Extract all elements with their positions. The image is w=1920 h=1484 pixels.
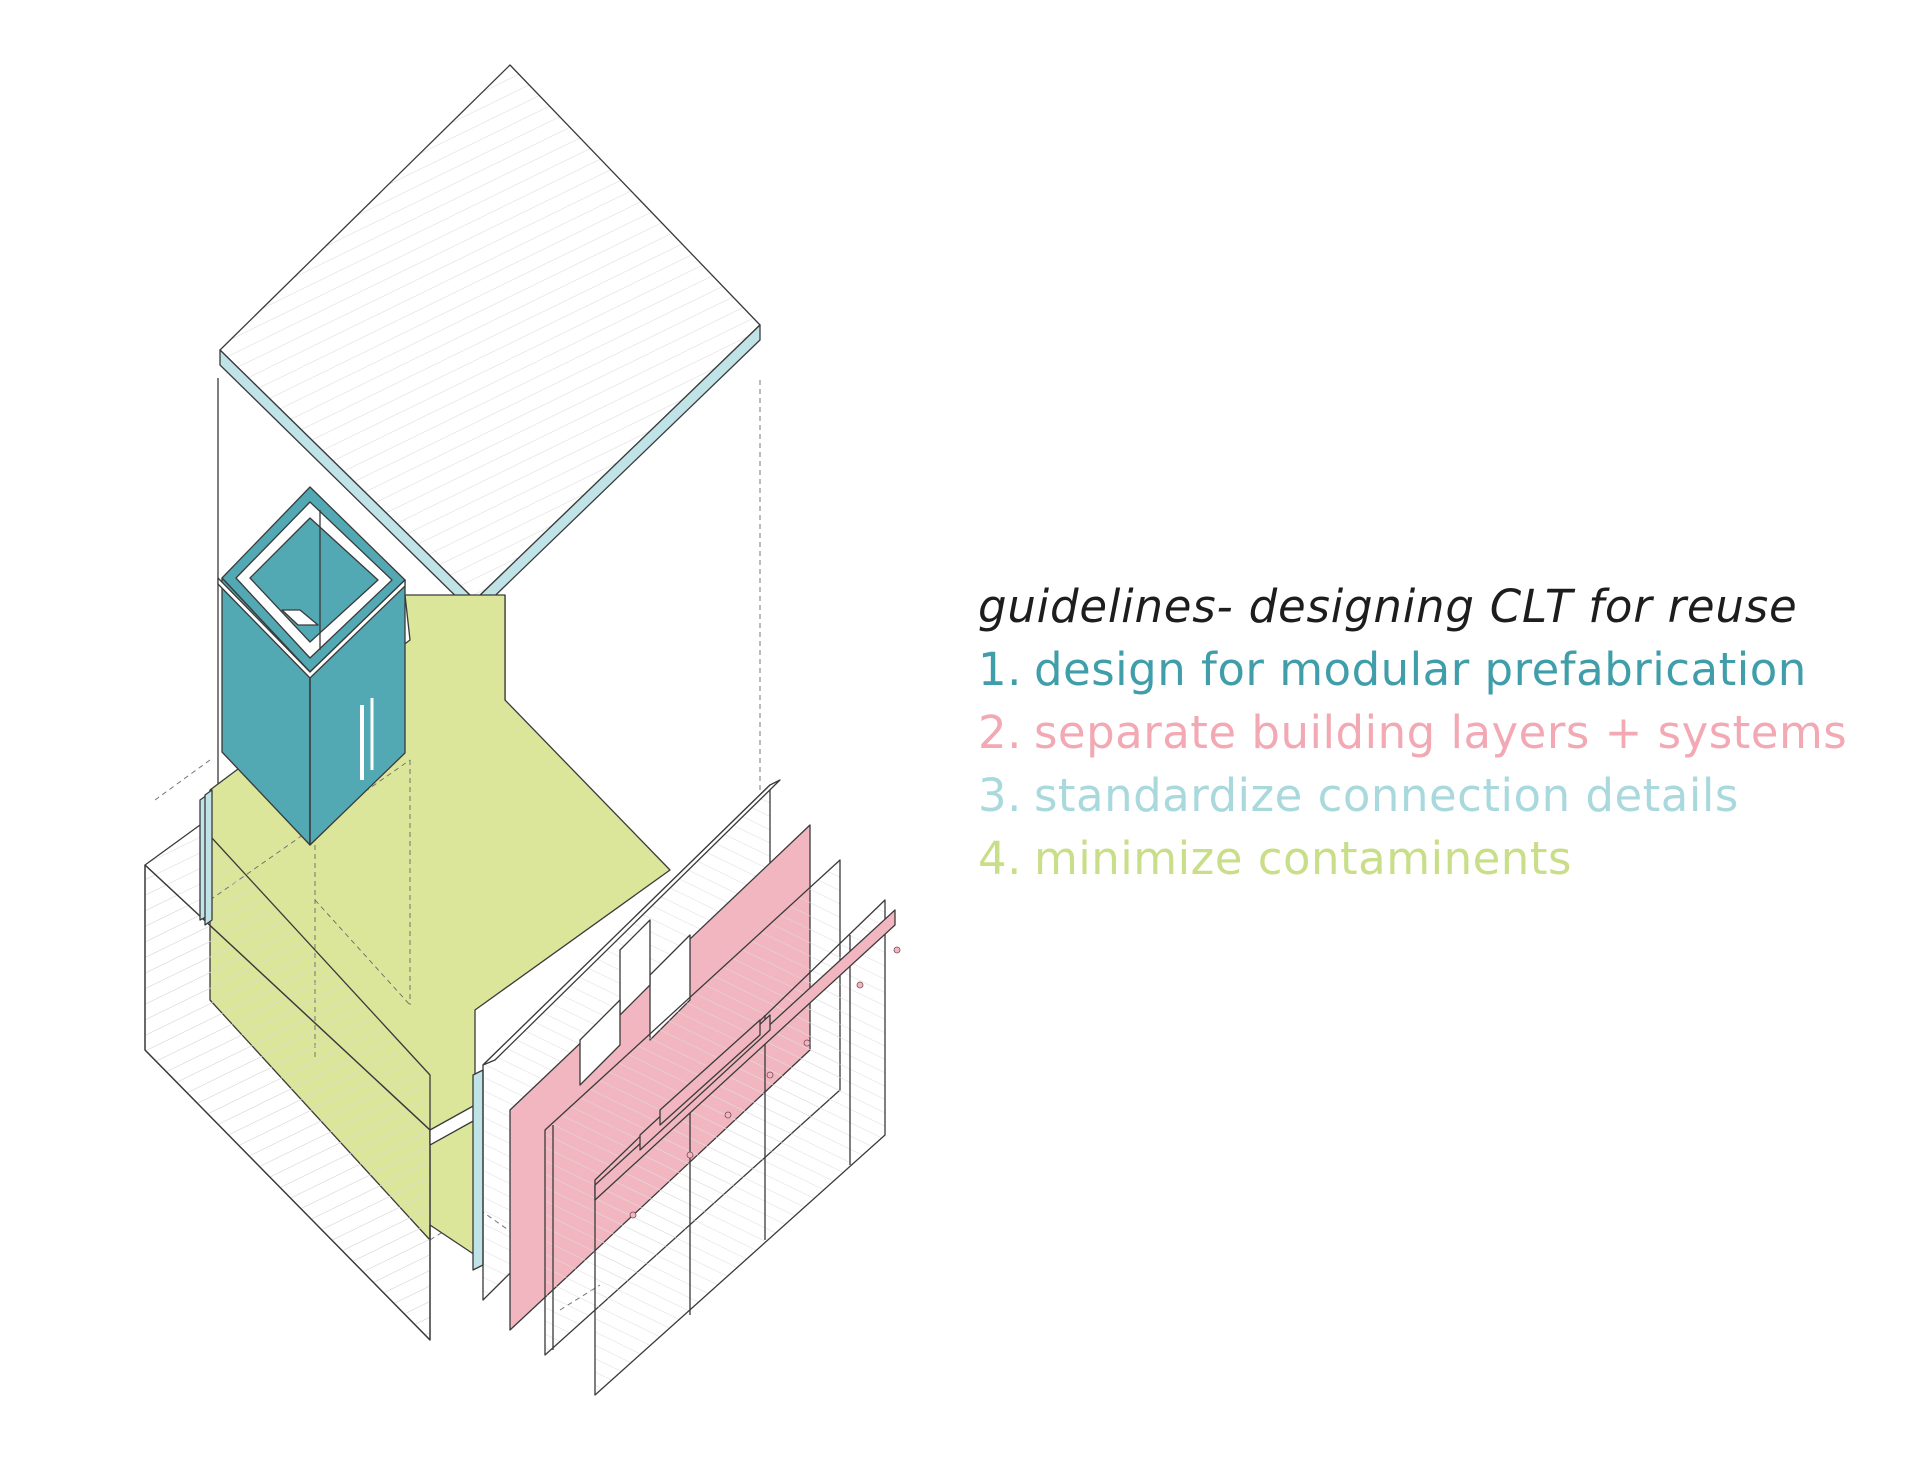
legend-item-2-text: separate building layers + systems bbox=[1033, 706, 1848, 759]
legend-item-4-text: minimize contaminents bbox=[1033, 832, 1572, 885]
legend-item-2-number: 2. bbox=[978, 706, 1022, 759]
guidelines-legend: guidelines- designing CLT for reuse 1.de… bbox=[978, 575, 1878, 890]
legend-item-3-text: standardize connection details bbox=[1033, 769, 1739, 822]
connection-strip bbox=[204, 789, 484, 1271]
connector-pins bbox=[629, 946, 901, 1219]
wall-layer-4-outer bbox=[594, 899, 886, 1396]
legend-item-4: 4.minimize contaminents bbox=[978, 827, 1878, 890]
core-module bbox=[217, 486, 406, 846]
legend-item-2: 2.separate building layers + systems bbox=[978, 701, 1878, 764]
legend-item-3-number: 3. bbox=[978, 769, 1022, 822]
legend-item-1: 1.design for modular prefabrication bbox=[978, 638, 1878, 701]
legend-item-3: 3.standardize connection details bbox=[978, 764, 1878, 827]
legend-item-4-number: 4. bbox=[978, 832, 1022, 885]
legend-item-1-number: 1. bbox=[978, 643, 1022, 696]
legend-title: guidelines- designing CLT for reuse bbox=[978, 580, 1798, 633]
connection-rails bbox=[594, 909, 896, 1201]
roof-slab bbox=[219, 64, 761, 616]
legend-item-1-text: design for modular prefabrication bbox=[1033, 643, 1807, 696]
